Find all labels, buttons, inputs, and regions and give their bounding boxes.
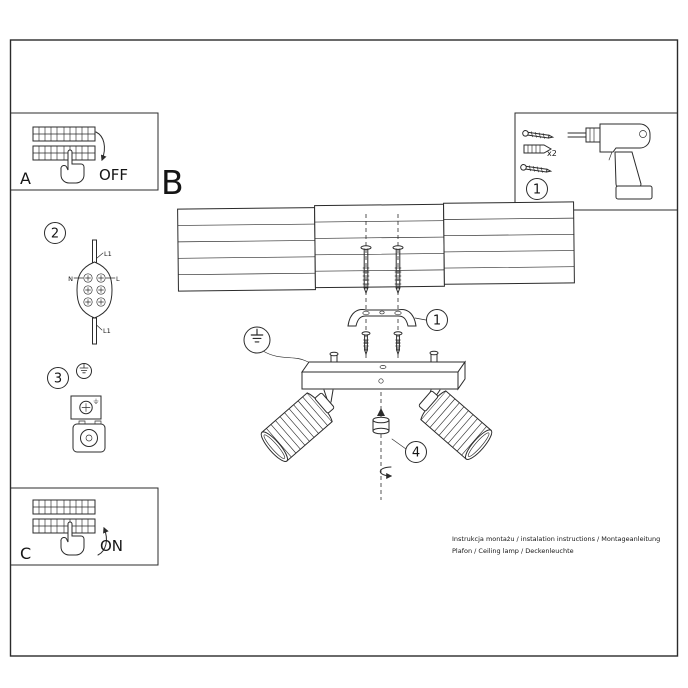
wire-label-l1-top: L1: [104, 250, 112, 258]
cover-nut-assembly: 4: [372, 392, 427, 500]
plate-front-face: [301, 371, 459, 390]
earth-screw-bracket: [70, 395, 102, 420]
wire-label-leaders: [73, 252, 116, 331]
footer-line2: Plafon / Ceiling lamp / Deckenleuchte: [452, 547, 574, 555]
sheet-border: [9, 39, 679, 657]
panel-a: A OFF: [10, 112, 159, 191]
spotlight-right: [412, 383, 496, 464]
step-4-leader: [391, 438, 407, 450]
panel-c-state: ON: [100, 537, 123, 555]
ceiling-panels: [177, 201, 575, 292]
plug-quantity: x2: [547, 149, 557, 158]
step-1-badge: 1: [526, 178, 548, 200]
panel-a-box: [10, 112, 159, 191]
step-4-number: 4: [412, 446, 420, 461]
plate-center-hole: [379, 365, 387, 369]
step-2-badge: 2: [44, 222, 66, 244]
panel-a-state: OFF: [99, 166, 128, 184]
plate-front-hole: [378, 378, 384, 384]
panel-c: C ON: [10, 487, 159, 566]
plate-top-face: [301, 361, 466, 373]
small-screw: [361, 331, 371, 355]
section-b-label: B: [161, 163, 184, 202]
plate-knob: [429, 350, 439, 363]
panel-c-label: C: [20, 544, 31, 563]
on-direction-arrow: [97, 526, 109, 556]
breaker-panel-icon: [32, 126, 96, 161]
earth-terminal-diagram: 3: [47, 363, 106, 453]
footer: Instrukcja montażu / instalation instruc…: [452, 535, 660, 555]
panel-c-box: [10, 487, 159, 566]
small-screw: [393, 331, 403, 355]
step-4-badge: 4: [405, 441, 427, 463]
footer-line1: Instrukcja montażu / instalation instruc…: [452, 535, 660, 543]
screw-icon: [521, 129, 554, 141]
terminal-connector: [76, 261, 113, 319]
step-1-bracket-badge: 1: [426, 309, 448, 331]
step-1-number: 1: [533, 183, 541, 198]
mounting-bracket: [347, 309, 417, 327]
canopy-clamp: [72, 420, 106, 453]
bracket-callout-leader: [414, 317, 427, 321]
cover-nut: [372, 416, 390, 435]
screw-axis-dashed-lines: [365, 214, 399, 360]
plate-knob: [329, 351, 339, 364]
wiring-diagram: 2 L1 N L L1: [44, 222, 120, 345]
bracket-step-number: 1: [433, 314, 441, 329]
off-direction-arrow: [95, 131, 107, 162]
lamp-base-plate: [301, 350, 466, 391]
breaker-panel-icon: [32, 499, 96, 534]
wire-label-n: N: [68, 275, 73, 283]
step-3-badge: 3: [47, 367, 69, 389]
step-3-number: 3: [54, 372, 62, 387]
tools-box-border: [514, 112, 678, 211]
screw-icon: [519, 163, 552, 175]
spotlight-left: [257, 385, 341, 466]
step-2-number: 2: [51, 227, 59, 242]
up-arrowhead: [377, 408, 385, 416]
wire-label-l1-bottom: L1: [103, 327, 111, 335]
cable-top: [92, 239, 97, 265]
panel-a-label: A: [20, 169, 31, 188]
earth-symbol-badge: [76, 363, 92, 379]
drill-icon: [567, 123, 653, 200]
wall-plug-icon: [523, 144, 553, 154]
cable-bottom: [92, 317, 97, 345]
ground-symbol: [243, 326, 324, 368]
rotation-arrow: [379, 466, 393, 479]
wire-label-l: L: [116, 275, 120, 283]
mounting-assembly: 1: [347, 214, 448, 360]
tools-box: x2 1: [514, 112, 678, 211]
terminal-screws: [83, 273, 106, 307]
